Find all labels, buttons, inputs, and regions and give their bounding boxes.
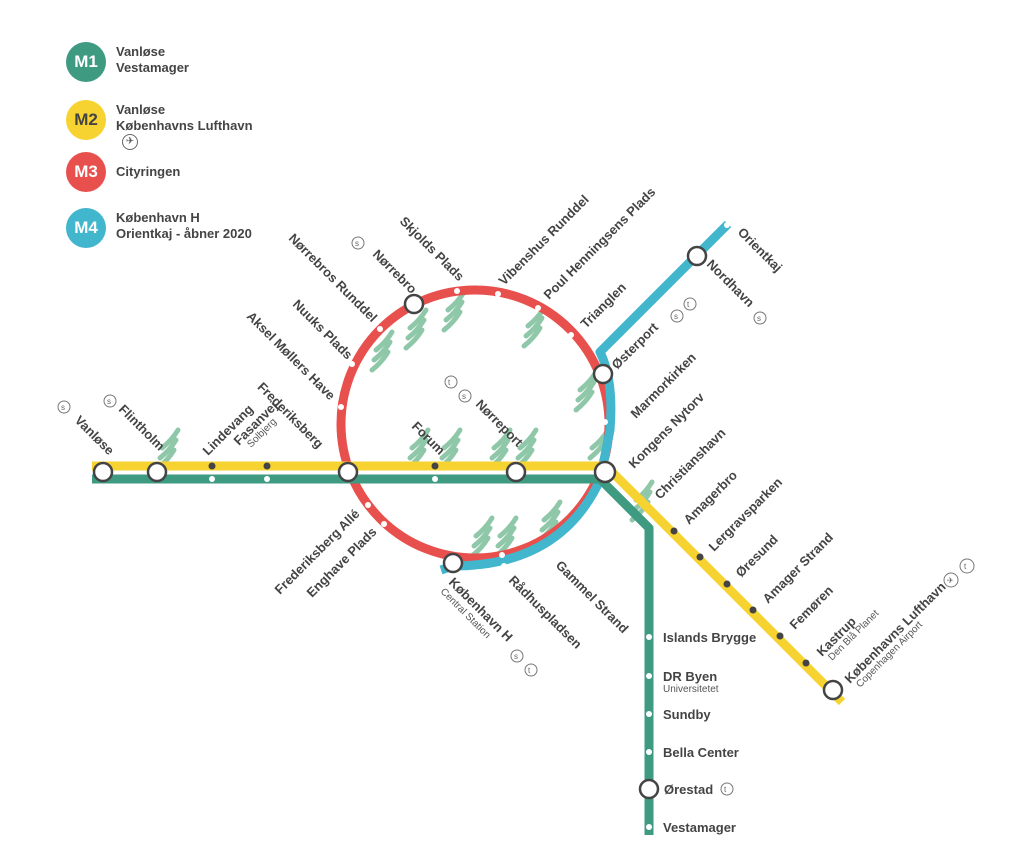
train-icon: t <box>683 297 697 311</box>
svg-text:s: s <box>514 652 518 661</box>
legend-m4: M4 København H Orientkaj - åbner 2020 <box>66 208 386 248</box>
label-trianglen: Trianglen <box>578 280 630 332</box>
m2-stops <box>208 462 810 667</box>
s-train-icon: s <box>103 394 117 408</box>
svg-text:t: t <box>687 300 690 309</box>
m4-stops <box>501 222 730 569</box>
svg-text:t: t <box>528 666 531 675</box>
svg-text:t: t <box>724 785 727 794</box>
tree-decorations <box>155 289 655 559</box>
station-lufthavn-marker <box>822 679 844 701</box>
m1-stops <box>209 476 652 830</box>
station-icons: s s s t s s t s s t t ✈ t <box>57 236 975 796</box>
station-labels: Vanløse Flintholm Lindevang Fasanvej Sol… <box>72 184 949 835</box>
station-kbh-h-marker <box>442 552 464 574</box>
s-train-icon: s <box>57 400 71 414</box>
airplane-icon: ✈ <box>122 134 138 150</box>
train-icon: t <box>524 663 538 677</box>
legend-m1: M1 Vanløse Vestamager <box>66 42 386 82</box>
m2-legend-text: Vanløse Københavns Lufthavn✈ <box>116 102 253 150</box>
label-bella: Bella Center <box>663 745 739 760</box>
station-norrebro-marker <box>403 293 425 315</box>
s-train-icon: s <box>753 311 767 325</box>
label-oresund: Øresund <box>733 532 781 580</box>
legend-m2: M2 Vanløse Københavns Lufthavn✈ <box>66 100 386 150</box>
label-nordhavn: Nordhavn <box>704 257 758 311</box>
m1-legend-text: Vanløse Vestamager <box>116 44 189 75</box>
label-poul: Poul Henningsens Plads <box>541 184 659 302</box>
train-icon: t <box>720 782 734 796</box>
svg-text:s: s <box>674 312 678 321</box>
legend-m3: M3 Cityringen <box>66 152 386 192</box>
label-vanlose: Vanløse <box>72 413 117 458</box>
label-orestad: Ørestad <box>664 782 713 797</box>
m4-badge: M4 <box>66 208 106 248</box>
label-dr-byen: DR Byen <box>663 669 717 684</box>
station-norreport-marker <box>505 461 527 483</box>
label-norrebro: Nørrebro <box>370 247 420 297</box>
svg-text:s: s <box>107 397 111 406</box>
train-icon: t <box>959 558 975 574</box>
s-train-icon: s <box>670 309 684 323</box>
svg-text:s: s <box>355 239 359 248</box>
station-kongens-marker <box>593 460 617 484</box>
svg-text:s: s <box>757 314 761 323</box>
station-orestad-marker <box>638 778 660 800</box>
svg-text:s: s <box>462 392 466 401</box>
label-femoren: Femøren <box>787 583 836 632</box>
s-train-icon: s <box>351 236 365 250</box>
m1-badge: M1 <box>66 42 106 82</box>
label-osterport: Østerport <box>609 319 662 372</box>
m2-badge: M2 <box>66 100 106 140</box>
m3-legend-text: Cityringen <box>116 164 181 179</box>
station-vanlose-marker <box>92 461 114 483</box>
s-train-icon: s <box>458 389 472 403</box>
station-flintholm-marker <box>146 461 168 483</box>
m4-legend-text: København H Orientkaj - åbner 2020 <box>116 210 252 241</box>
label-dr-byen-sub: Universitetet <box>663 684 719 695</box>
m3-badge: M3 <box>66 152 106 192</box>
station-nordhavn-marker <box>686 245 708 267</box>
station-frederiksberg-marker <box>337 461 359 483</box>
interchange-stations <box>92 245 844 800</box>
svg-text:t: t <box>448 378 451 387</box>
label-sundby: Sundby <box>663 707 711 722</box>
airplane-icon: ✈ <box>943 572 959 588</box>
svg-text:t: t <box>964 562 967 571</box>
s-train-icon: s <box>510 649 524 663</box>
station-osterport-marker <box>592 363 614 385</box>
label-flintholm: Flintholm <box>116 402 168 454</box>
label-orientkaj: Orientkaj <box>735 225 785 275</box>
train-icon: t <box>444 375 458 389</box>
svg-text:✈: ✈ <box>947 576 954 585</box>
label-islands: Islands Brygge <box>663 630 756 645</box>
label-vestamager: Vestamager <box>663 820 736 835</box>
m3-stops <box>338 288 608 558</box>
svg-text:s: s <box>61 403 65 412</box>
